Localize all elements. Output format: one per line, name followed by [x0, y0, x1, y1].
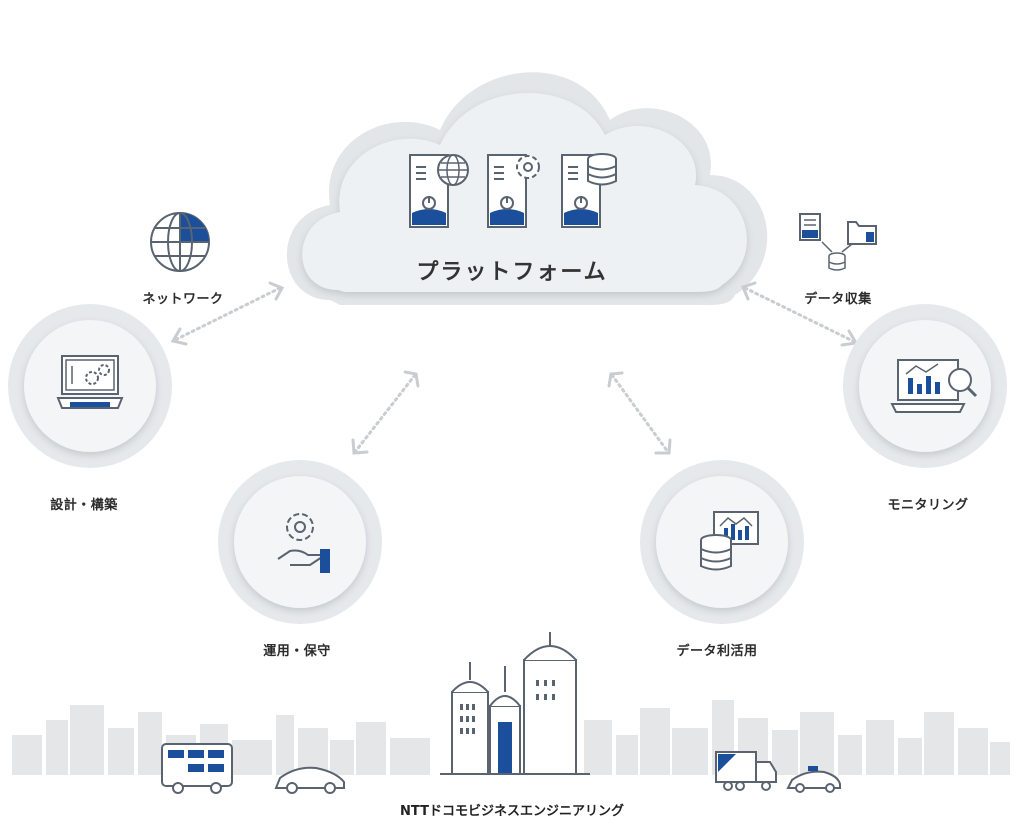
car-icon — [274, 766, 345, 794]
building-windows — [460, 680, 555, 734]
label-data-usage: データ利活用 — [676, 644, 758, 659]
server-gear-icon — [487, 154, 540, 228]
circle-operation — [218, 460, 382, 624]
database-chart-icon — [700, 511, 759, 571]
label-operation: 運用・保守 — [263, 644, 331, 659]
taxi-icon — [786, 766, 841, 793]
building-icon — [440, 632, 590, 775]
label-data-collection: データ収集 — [804, 292, 872, 307]
data-collection-icon — [799, 213, 877, 271]
handshake-gear-icon — [277, 513, 330, 573]
connector-lines — [173, 286, 857, 454]
city-skyline — [12, 700, 1010, 775]
connector-arrowheads — [170, 281, 859, 455]
label-monitoring: モニタリング — [887, 498, 969, 513]
truck-icon — [715, 751, 777, 791]
design-monitor-icon — [56, 355, 124, 409]
label-design: 設計・構築 — [50, 498, 118, 513]
platform-title: プラットフォーム — [416, 260, 608, 285]
company-name: NTTドコモビジネスエンジニアリング — [400, 804, 624, 819]
server-database-icon — [561, 153, 617, 228]
laptop-chart-icon — [890, 359, 978, 413]
label-network: ネットワーク — [142, 292, 224, 307]
globe-icon — [150, 212, 210, 272]
server-globe-icon — [409, 154, 469, 228]
bus-icon — [161, 743, 233, 794]
